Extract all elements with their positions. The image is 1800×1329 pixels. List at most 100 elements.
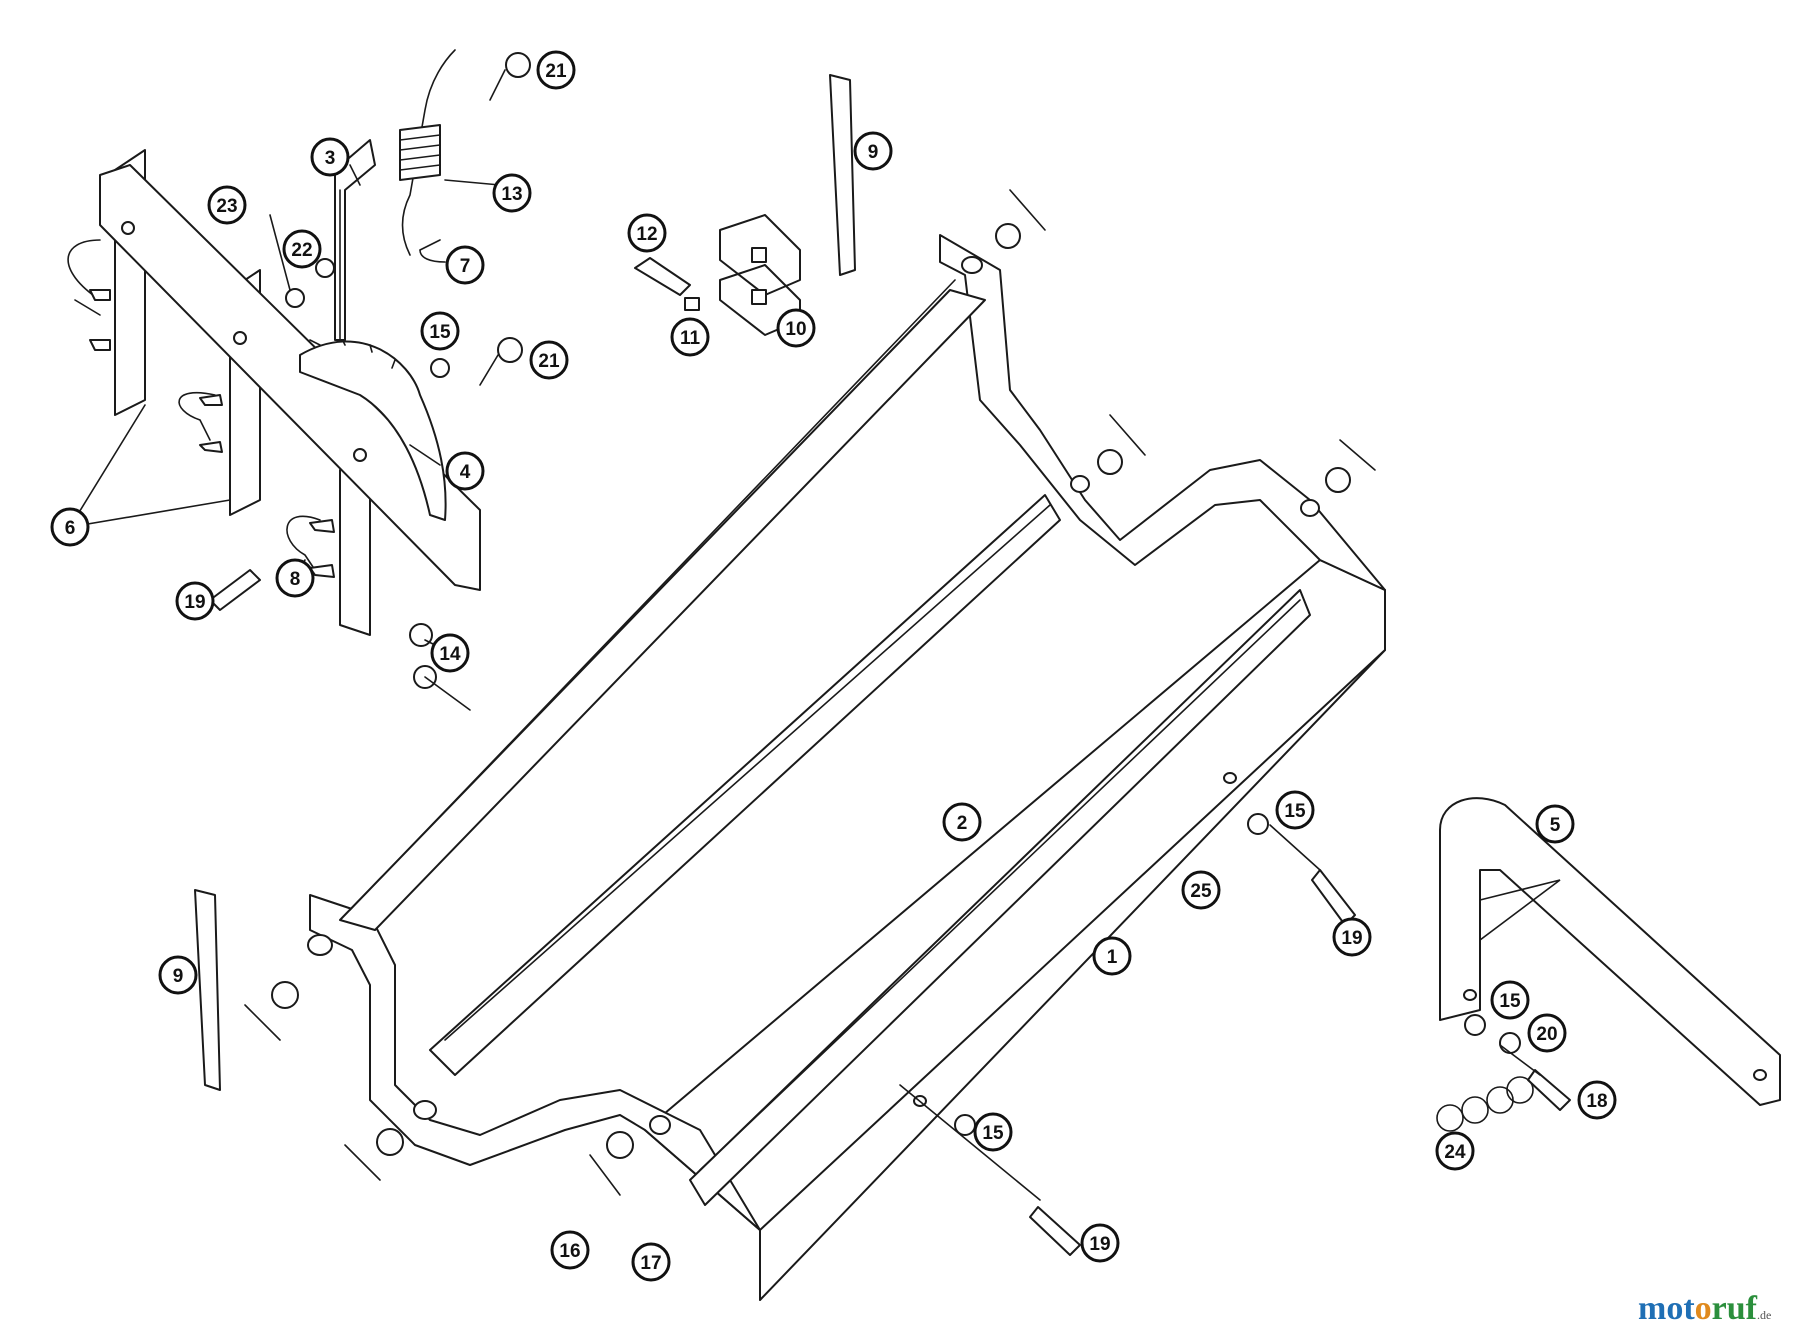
callout-c21a: 21 (536, 50, 576, 90)
callout-c18: 18 (1577, 1080, 1617, 1120)
callout-c20: 20 (1527, 1013, 1567, 1053)
callout-label: 17 (640, 1253, 661, 1274)
callout-c17: 17 (631, 1242, 671, 1282)
callout-label: 24 (1444, 1142, 1466, 1163)
logo-suffix: .de (1756, 1308, 1772, 1322)
callout-label: 1 (1107, 947, 1118, 968)
callout-label: 4 (460, 462, 471, 483)
callout-label: 16 (559, 1241, 580, 1262)
callout-circle (1092, 936, 1132, 976)
callout-label: 15 (982, 1123, 1004, 1144)
callout-label: 6 (65, 518, 76, 539)
callout-c15c: 15 (1490, 980, 1530, 1020)
callout-circle (1181, 870, 1221, 910)
callout-c19a: 19 (175, 581, 215, 621)
spring-lever (399, 49, 456, 263)
callout-label: 12 (636, 224, 657, 245)
callout-circle (445, 451, 485, 491)
callout-c16: 16 (550, 1230, 590, 1270)
callout-circle (420, 311, 460, 351)
callout-c22: 22 (282, 229, 322, 269)
callout-circle (175, 581, 215, 621)
callout-circle (1535, 804, 1575, 844)
callout-c15d: 15 (973, 1112, 1013, 1152)
callout-label: 9 (868, 142, 879, 163)
callout-circle (492, 173, 532, 213)
callout-circle (1577, 1080, 1617, 1120)
small-hardware (209, 52, 1571, 1256)
callout-label: 7 (460, 256, 471, 277)
callout-c19c: 19 (1080, 1223, 1120, 1263)
callout-circle (158, 955, 198, 995)
callout-c7: 7 (445, 245, 485, 285)
callout-c9b: 9 (158, 955, 198, 995)
callout-label: 21 (545, 61, 567, 82)
callout-c2: 2 (942, 802, 982, 842)
callout-c6: 6 (50, 507, 90, 547)
callout-circle (207, 185, 247, 225)
hitch-bracket-assembly (67, 139, 481, 636)
callout-c10: 10 (776, 308, 816, 348)
motoruf-logo: motoruf.de (1638, 1290, 1771, 1328)
callout-label: 15 (429, 322, 451, 343)
callout-circle (1527, 1013, 1567, 1053)
callout-c23: 23 (207, 185, 247, 225)
callout-label: 5 (1550, 815, 1561, 836)
callout-label: 11 (680, 328, 701, 349)
callout-c1: 1 (1092, 936, 1132, 976)
callout-label: 19 (184, 592, 205, 613)
callout-circle (529, 340, 569, 380)
callout-label: 9 (173, 966, 184, 987)
callout-label: 21 (538, 351, 560, 372)
callout-circle (1332, 917, 1372, 957)
callout-label: 8 (290, 569, 301, 590)
callout-label: 13 (501, 184, 522, 205)
callout-c19b: 19 (1332, 917, 1372, 957)
callout-circle (942, 802, 982, 842)
callout-c4: 4 (445, 451, 485, 491)
callout-label: 10 (785, 319, 806, 340)
callouts: 1234567899101112131415151515161718191919… (50, 50, 1617, 1282)
callout-circle (1275, 790, 1315, 830)
callout-circle (50, 507, 90, 547)
callout-circle (670, 317, 710, 357)
callout-label: 18 (1586, 1091, 1607, 1112)
callout-c8: 8 (275, 558, 315, 598)
callout-label: 25 (1190, 881, 1212, 902)
callout-c24: 24 (1435, 1131, 1475, 1171)
logo-part-3: ruf (1711, 1290, 1757, 1327)
callout-c11: 11 (670, 317, 710, 357)
logo-part-1: mot (1638, 1290, 1695, 1327)
callout-c14: 14 (430, 633, 470, 673)
callout-circle (1435, 1131, 1475, 1171)
callout-c15b: 15 (1275, 790, 1315, 830)
callout-label: 15 (1499, 991, 1521, 1012)
callout-circle (430, 633, 470, 673)
callout-label: 20 (1536, 1024, 1557, 1045)
callout-label: 2 (957, 813, 968, 834)
callout-circle (310, 137, 350, 177)
callout-label: 15 (1284, 801, 1306, 822)
callout-circle (1080, 1223, 1120, 1263)
callout-label: 14 (439, 644, 461, 665)
latch-bracket (719, 214, 801, 336)
callout-circle (631, 1242, 671, 1282)
leader-lines (269, 164, 1541, 1201)
callout-circle (1490, 980, 1530, 1020)
pull-handle (1439, 797, 1781, 1106)
callout-c9a: 9 (853, 131, 893, 171)
callout-circle (275, 558, 315, 598)
callout-label: 23 (216, 196, 237, 217)
callout-circle (776, 308, 816, 348)
callout-c13: 13 (492, 173, 532, 213)
callout-label: 22 (291, 240, 312, 261)
callout-circle (973, 1112, 1013, 1152)
callout-label: 3 (325, 148, 336, 169)
frame-assembly (307, 234, 1386, 1301)
callout-c25: 25 (1181, 870, 1221, 910)
callout-circle (536, 50, 576, 90)
callout-c5: 5 (1535, 804, 1575, 844)
callout-circle (627, 213, 667, 253)
callout-c15a: 15 (420, 311, 460, 351)
